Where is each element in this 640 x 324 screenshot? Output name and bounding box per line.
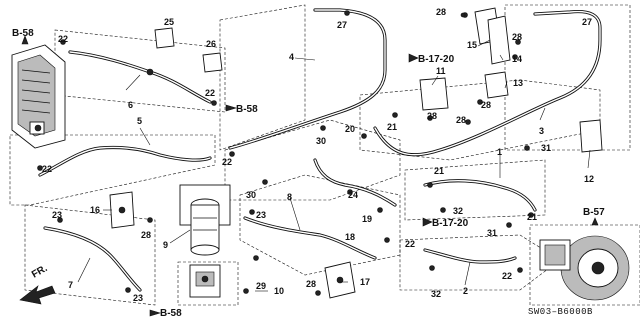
callout-17: 17 bbox=[360, 277, 370, 287]
group-frames bbox=[9, 4, 631, 306]
receiver-dryer bbox=[179, 184, 231, 256]
callout-25: 25 bbox=[164, 17, 174, 27]
callout-23b: 23 bbox=[256, 210, 266, 220]
bracket-17 bbox=[324, 261, 356, 299]
evaporator-unit bbox=[11, 44, 66, 149]
callout-21a: 21 bbox=[387, 122, 397, 132]
callout-22d: 22 bbox=[222, 157, 232, 167]
bracket-16 bbox=[109, 191, 135, 229]
callout-22a: 22 bbox=[58, 34, 68, 44]
pipe-1 bbox=[423, 179, 537, 212]
callout-22b: 22 bbox=[205, 88, 215, 98]
callout-31a: 31 bbox=[541, 143, 551, 153]
front-arrow-icon bbox=[19, 285, 56, 305]
callout-14: 14 bbox=[512, 54, 522, 64]
pipe-5 bbox=[38, 145, 212, 177]
diagram-code: SW03–B6000B bbox=[528, 307, 593, 317]
callout-28d: 28 bbox=[456, 115, 466, 125]
clamps bbox=[154, 7, 603, 153]
callout-15: 15 bbox=[467, 40, 477, 50]
front-label: FR. bbox=[30, 263, 50, 281]
compressor bbox=[529, 224, 640, 306]
callout-3: 3 bbox=[539, 126, 544, 136]
callout-28b: 28 bbox=[512, 32, 522, 42]
pipe-7 bbox=[43, 226, 142, 292]
callout-29: 29 bbox=[256, 281, 266, 291]
callout-24: 24 bbox=[348, 190, 358, 200]
callout-32b: 32 bbox=[431, 289, 441, 299]
callout-28e: 28 bbox=[481, 100, 491, 110]
callout-32a: 32 bbox=[453, 206, 463, 216]
callout-27a: 27 bbox=[337, 20, 347, 30]
ref-b58-bot: B-58 bbox=[160, 308, 182, 319]
callout-21b: 21 bbox=[434, 166, 444, 176]
bracket-10 bbox=[177, 261, 239, 306]
callout-21c: 21 bbox=[527, 212, 537, 222]
callout-23c: 23 bbox=[133, 293, 143, 303]
callout-numbers: 6 5 7 4 3 1 2 8 9 10 11 12 13 14 15 16 1… bbox=[42, 7, 594, 303]
callout-30a: 30 bbox=[316, 136, 326, 146]
pipe-4 bbox=[228, 8, 387, 150]
callout-27b: 27 bbox=[582, 17, 592, 27]
callout-30b: 30 bbox=[246, 190, 256, 200]
callout-26: 26 bbox=[206, 39, 216, 49]
pipe-2 bbox=[423, 248, 517, 264]
callout-22e: 22 bbox=[405, 239, 415, 249]
callout-22c: 22 bbox=[42, 164, 52, 174]
callout-1: 1 bbox=[497, 147, 502, 157]
callout-5: 5 bbox=[137, 116, 142, 126]
callout-28a: 28 bbox=[436, 7, 446, 17]
callout-28f: 28 bbox=[141, 230, 151, 240]
bolts bbox=[37, 10, 534, 296]
callout-22f: 22 bbox=[502, 271, 512, 281]
callout-2: 2 bbox=[463, 286, 468, 296]
callout-6: 6 bbox=[128, 100, 133, 110]
callout-10: 10 bbox=[274, 286, 284, 296]
ref-b58-mid: B-58 bbox=[236, 104, 258, 115]
ref-b1720-top: B-17-20 bbox=[418, 54, 455, 65]
callout-18: 18 bbox=[345, 232, 355, 242]
ref-b1720-bot: B-17-20 bbox=[432, 218, 469, 229]
callout-8: 8 bbox=[287, 192, 292, 202]
callout-28g: 28 bbox=[306, 279, 316, 289]
callout-23a: 23 bbox=[52, 210, 62, 220]
pipe-8 bbox=[243, 158, 397, 260]
ref-b58-top: B-58 bbox=[12, 28, 34, 39]
leader-lines bbox=[77, 39, 591, 292]
callout-12: 12 bbox=[584, 174, 594, 184]
reference-labels: B-58 B-58 B-58 B-17-20 B-17-20 B-57 bbox=[12, 28, 605, 319]
callout-13: 13 bbox=[513, 78, 523, 88]
pipe-6 bbox=[68, 50, 212, 104]
callout-20: 20 bbox=[345, 124, 355, 134]
callout-4: 4 bbox=[289, 52, 294, 62]
callout-28c: 28 bbox=[427, 111, 437, 121]
callout-19: 19 bbox=[362, 214, 372, 224]
callout-9: 9 bbox=[163, 240, 168, 250]
callout-16: 16 bbox=[90, 205, 100, 215]
callout-31b: 31 bbox=[487, 228, 497, 238]
callout-11: 11 bbox=[436, 66, 446, 76]
pipe-3 bbox=[373, 9, 602, 157]
callout-7: 7 bbox=[68, 280, 73, 290]
ref-b57: B-57 bbox=[583, 207, 605, 218]
